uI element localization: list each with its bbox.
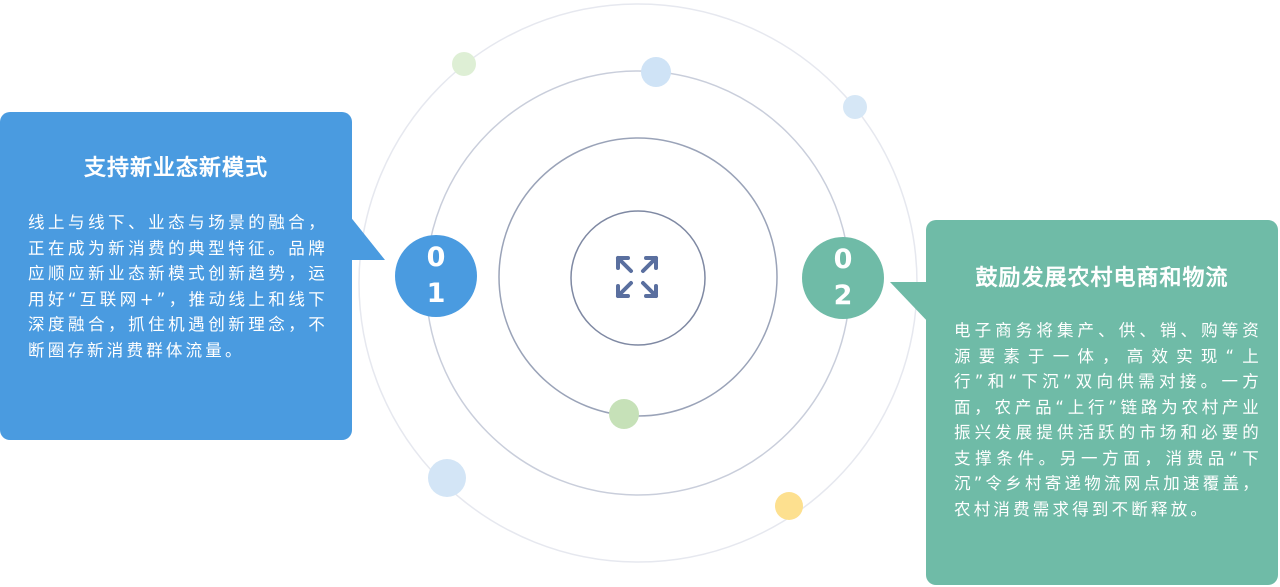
card-title: 支持新业态新模式 <box>83 156 268 181</box>
step-badge-1: 0 1 <box>395 235 477 317</box>
orbit-dot-green-bottom <box>609 399 639 429</box>
expand-arrows-icon <box>616 256 658 298</box>
core-ring <box>570 210 706 346</box>
orbit-dot-blue-bottom <box>428 459 466 497</box>
card-body: 线上与线下、业态与场景的融合，正在成为新消费的典型特征。品牌应顺应新业态新模式创… <box>28 213 328 360</box>
feature-card-2: 鼓励发展农村电商和物流 电子商务将集产、供、销、购等资源要素于一体，高效实现“上… <box>926 220 1278 585</box>
badge-digit: 1 <box>426 278 446 309</box>
orbit-dot-blue-right <box>843 95 867 119</box>
feature-card-1: 支持新业态新模式 线上与线下、业态与场景的融合，正在成为新消费的典型特征。品牌应… <box>0 112 352 440</box>
badge-digit: 2 <box>833 280 853 311</box>
orbit-dot-blue-top <box>641 57 671 87</box>
card-title: 鼓励发展农村电商和物流 <box>975 266 1229 291</box>
badge-digit: 0 <box>833 244 853 275</box>
card-body: 电子商务将集产、供、销、购等资源要素于一体，高效实现“上行”和“下沉”双向供需对… <box>954 321 1262 519</box>
orbit-dot-yellow <box>775 492 803 520</box>
card-1-pointer <box>345 210 385 260</box>
step-badge-2: 0 2 <box>802 237 884 319</box>
orbit-dot-green-top <box>452 52 476 76</box>
badge-digit: 0 <box>426 242 446 273</box>
card-2-pointer <box>890 282 930 324</box>
